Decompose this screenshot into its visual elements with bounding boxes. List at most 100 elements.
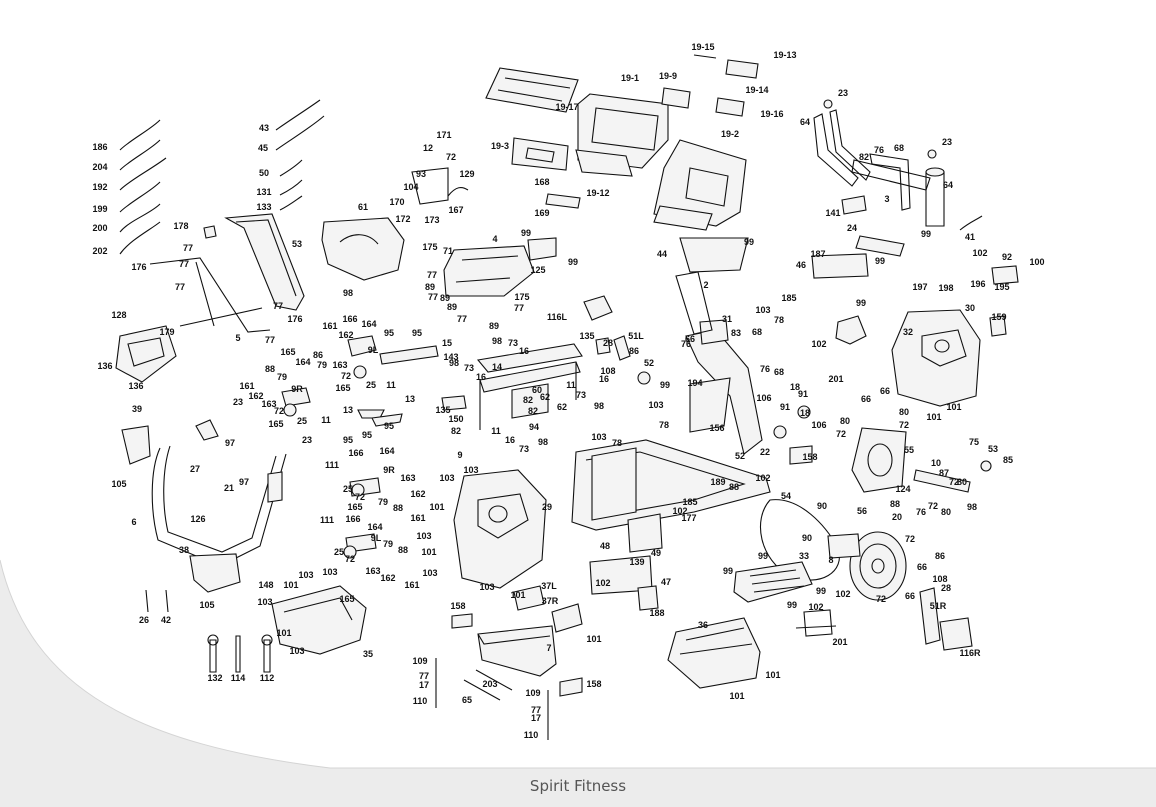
- part-callout: 125: [530, 265, 545, 275]
- part-callout: 9R: [291, 384, 303, 394]
- part-callout: 11: [566, 380, 576, 390]
- part-callout: 162: [380, 573, 395, 583]
- part-callout: 55: [904, 445, 914, 455]
- part-callout: 44: [657, 249, 667, 259]
- part-callout: 99: [660, 380, 670, 390]
- part-callout: 101: [429, 502, 444, 512]
- part-callout: 19-3: [491, 141, 509, 151]
- part-callout: 132: [207, 673, 222, 683]
- part-callout: 99: [816, 586, 826, 596]
- part-callout: 3: [884, 194, 889, 204]
- part-callout: 136: [97, 361, 112, 371]
- part-callout: 94: [529, 422, 539, 432]
- tools-and-wires: [119, 99, 983, 673]
- part-callout: 68: [774, 367, 784, 377]
- rear-cover-right: [811, 253, 1019, 407]
- part-callout: 202: [92, 246, 107, 256]
- part-callout: 99: [521, 228, 531, 238]
- part-callout: 148: [258, 580, 273, 590]
- part-callout: 16: [505, 435, 515, 445]
- part-callout: 165: [347, 502, 362, 512]
- part-callout: 108: [932, 574, 947, 584]
- part-callout: 53: [988, 444, 998, 454]
- part-callout: 72: [446, 152, 456, 162]
- part-callout: 28: [603, 338, 613, 348]
- part-callout: 103: [257, 597, 272, 607]
- part-callout: 165: [339, 594, 354, 604]
- part-callout: 101: [510, 590, 525, 600]
- part-callout: 97: [225, 438, 235, 448]
- part-callout: 13: [343, 405, 353, 415]
- part-callout: 101: [276, 628, 291, 638]
- part-callout: 53: [292, 239, 302, 249]
- part-callout: 90: [817, 501, 827, 511]
- part-callout: 167: [448, 205, 463, 215]
- part-callout: 166: [345, 514, 360, 524]
- part-callout: 25: [334, 547, 344, 557]
- part-callout: 72: [355, 492, 365, 502]
- part-callout: 168: [534, 177, 549, 187]
- part-callout: 161: [410, 513, 425, 523]
- part-callout: 25: [366, 380, 376, 390]
- part-callout: 43: [259, 123, 269, 133]
- part-callout: 166: [342, 314, 357, 324]
- part-callout: 164: [361, 319, 376, 329]
- part-callout: 165: [335, 383, 350, 393]
- part-callout: 178: [173, 221, 188, 231]
- part-callout: 116L: [547, 312, 568, 322]
- part-callout: 159: [991, 312, 1006, 322]
- part-callout: 203: [482, 679, 497, 689]
- part-callout: 99: [787, 600, 797, 610]
- part-callout: 89: [440, 293, 450, 303]
- part-callout: 110: [413, 696, 428, 706]
- part-callout: 2: [703, 280, 708, 290]
- part-callout: 19-16: [760, 109, 783, 119]
- part-callout: 62: [540, 392, 550, 402]
- part-callout: 56: [857, 506, 867, 516]
- part-callout: 199: [92, 204, 107, 214]
- part-callout: 103: [289, 646, 304, 656]
- part-callout: 97: [239, 477, 249, 487]
- part-callout: 88: [729, 482, 739, 492]
- part-callout: 82: [859, 152, 869, 162]
- part-callout: 24: [847, 223, 857, 233]
- part-callout: 16: [599, 374, 609, 384]
- part-callout: 77: [427, 270, 437, 280]
- seat-assembly: [321, 217, 651, 430]
- part-callout: 72: [905, 534, 915, 544]
- part-callout: 162: [338, 330, 353, 340]
- part-callout: 19-12: [586, 188, 609, 198]
- part-callout: 108: [600, 366, 615, 376]
- part-callout: 77: [457, 314, 467, 324]
- part-callout: 158: [802, 452, 817, 462]
- part-callout: 91: [798, 389, 808, 399]
- part-callout: 79: [378, 497, 388, 507]
- part-callout: 201: [828, 374, 843, 384]
- part-callout: 36: [698, 620, 708, 630]
- part-callout: 109: [525, 688, 540, 698]
- part-callout: 99: [921, 229, 931, 239]
- part-callout: 150: [448, 414, 463, 424]
- part-callout: 77: [179, 259, 189, 269]
- part-callout: 66: [861, 394, 871, 404]
- part-callout: 76: [681, 339, 691, 349]
- part-callout: 17: [531, 713, 541, 723]
- part-callout: 25: [343, 484, 353, 494]
- part-callout: 98: [343, 288, 353, 298]
- part-callout: 60: [532, 385, 542, 395]
- part-callout: 143: [443, 352, 458, 362]
- part-callout: 78: [659, 420, 669, 430]
- callout-labels: 19-1519-1319-919-119-1419-1719-1619-219-…: [92, 42, 1044, 740]
- part-callout: 135: [579, 331, 594, 341]
- part-callout: 102: [972, 248, 987, 258]
- part-callout: 158: [450, 601, 465, 611]
- part-callout: 52: [735, 451, 745, 461]
- console-assembly: [485, 54, 759, 231]
- part-callout: 88: [265, 364, 275, 374]
- part-callout: 103: [298, 570, 313, 580]
- part-callout: 188: [649, 608, 664, 618]
- part-callout: 109: [412, 656, 427, 666]
- part-callout: 85: [1003, 455, 1013, 465]
